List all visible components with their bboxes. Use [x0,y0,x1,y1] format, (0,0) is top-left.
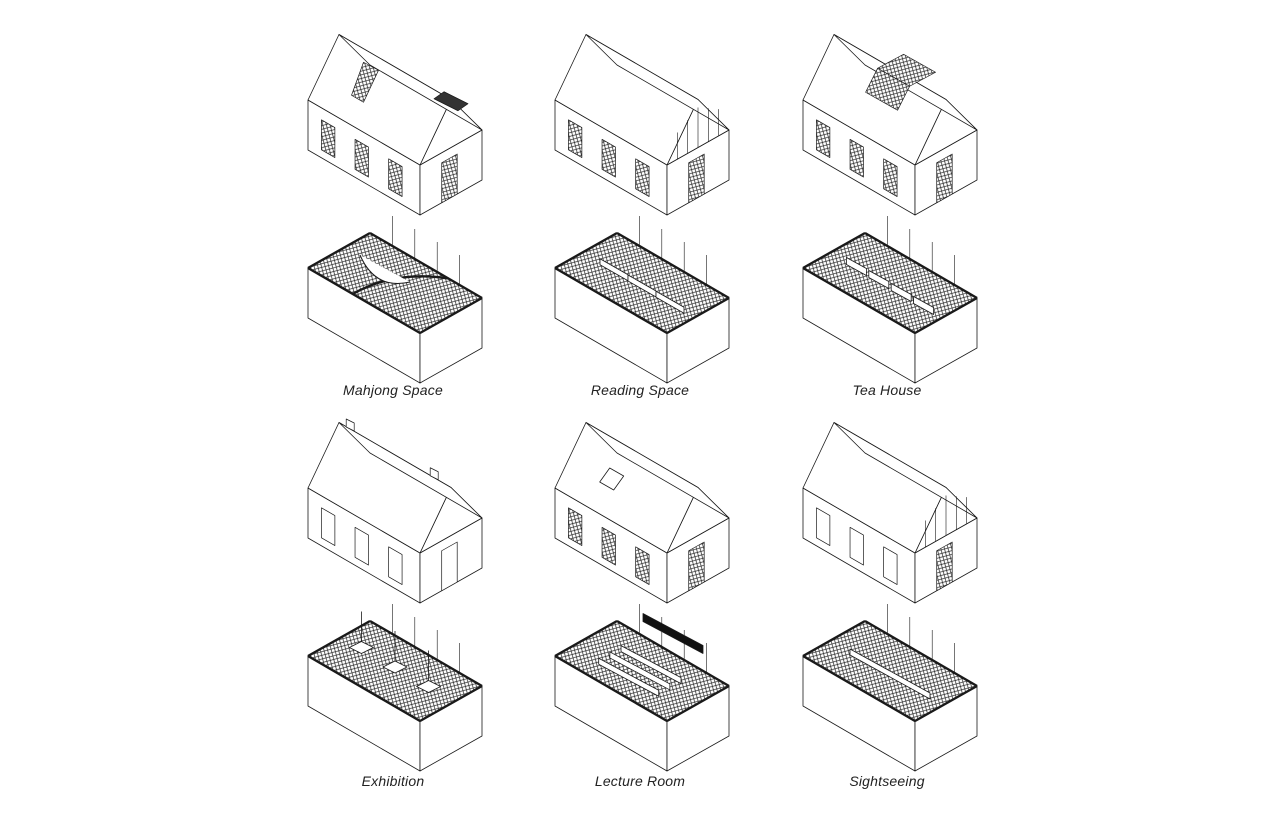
exhibition-plan-display-1 [382,660,408,674]
teahouse-roof-window-1 [849,138,864,178]
caption-reading: Reading Space [590,382,690,398]
lecture-roof-axon [554,422,730,604]
mahjong-roof-window-2 [388,158,403,197]
caption-teahouse: Tea House [852,382,922,398]
sightseeing-roof-roof-back [833,422,978,519]
lecture-plan-screen-wall [642,613,704,654]
reading-plan-shelf-2 [655,290,685,314]
mahjong-roof-window-0 [321,119,336,158]
exhibition-plan-wall-back-left [307,619,371,658]
teahouse-plan-table-0 [846,257,867,276]
sightseeing-roof-window-1 [849,526,864,566]
reading-roof-window-2 [635,158,650,197]
exhibition-roof-window-1 [354,526,369,566]
reading-plan-wall-top-front [554,266,668,335]
teahouse-roof-lattice-front [865,67,910,111]
mahjong-plan-wall-back-left [307,231,371,270]
exhibition-roof-chimney-1 [429,467,439,481]
reading-roof-window-1 [601,138,616,178]
sightseeing-plan-platform [849,648,931,700]
exhibition-roof-roof-back [338,422,483,519]
lecture-plan-wall-top-front [554,654,668,723]
lecture-roof-skylight [599,467,625,491]
lecture-roof-side-opening [688,541,705,592]
mahjong-roof-window-1 [354,138,369,178]
exhibition-plan-display-0 [349,641,374,654]
teahouse-plan-table-3 [913,296,935,315]
exhibition-plan-wall-back-right [369,619,483,688]
sightseeing-plan-wall-back-left [802,619,866,658]
exhibition-roof-axon [307,418,483,604]
sightseeing-roof-window-2 [883,546,898,585]
lecture-plan-desk-0 [598,657,660,697]
caption-sightseeing: Sightseeing [849,773,925,789]
teahouse-roof-side-opening [936,153,953,204]
reading-roof-axon [554,34,730,216]
sightseeing-plan-wall-top-front [802,654,916,723]
lecture-plan-wall-top-side [666,684,730,723]
teahouse-plan-axon [802,216,978,384]
lecture-roof-window-1 [601,526,616,566]
exhibition-plan-display-2 [416,680,442,693]
lecture-plan-wall-back-left [554,619,618,658]
exhibition-roof-window-0 [321,507,336,546]
mahjong-plan-wall-back-right [369,231,483,300]
exhibition-roof-chimney-0 [345,418,355,432]
lecture-plan-axon [554,604,730,772]
reading-plan-wall-back-left [554,231,618,270]
mahjong-roof-skylight-b [433,91,469,112]
reading-roof-window-0 [568,119,583,158]
lecture-roof-roof-back [585,422,730,519]
reading-plan-wall-back-right [616,231,730,300]
mahjong-plan-wall-top-side [419,296,483,335]
sightseeing-roof-window-0 [816,507,831,546]
caption-lecture: Lecture Room [594,773,686,789]
sightseeing-roof-axon [802,422,978,604]
caption-mahjong: Mahjong Space [343,382,443,398]
sightseeing-plan-axon [802,604,978,772]
teahouse-roof-window-2 [883,158,898,197]
exhibition-plan-wall-top-side [419,684,483,723]
teahouse-plan-wall-top-front [802,266,916,335]
mahjong-plan-axon [307,216,483,384]
reading-plan-wall-top-side [666,296,730,335]
exhibition-plan-axon [307,604,483,772]
teahouse-plan-wall-back-left [802,231,866,270]
exhibition-plan-wall-top-front [307,654,421,723]
mahjong-roof-skylight-a [351,61,379,103]
lecture-roof-window-0 [568,507,583,546]
teahouse-roof-window-0 [816,119,831,158]
teahouse-roof-axon [802,34,978,216]
sightseeing-roof-side-opening [936,541,953,592]
caption-exhibition: Exhibition [361,773,425,789]
reading-plan-axon [554,216,730,384]
lecture-plan-desk-1 [609,651,671,691]
lecture-plan-desk-2 [620,645,682,685]
sightseeing-plan-wall-top-side [914,684,978,723]
lecture-roof-window-2 [635,546,650,585]
teahouse-plan-table-1 [868,270,890,289]
reading-roof-roof-back [585,34,730,131]
mahjong-plan-curve-wall-2 [359,254,411,284]
mahjong-plan-wall-top-front [307,266,421,335]
exhibition-roof-side-opening [441,541,458,592]
teahouse-plan-table-2 [890,283,912,302]
exhibition-roof-window-2 [388,546,403,585]
teahouse-plan-wall-top-side [914,296,978,335]
teahouse-plan-wall-back-right [864,231,978,300]
sightseeing-plan-wall-back-right [864,619,978,688]
mahjong-roof-side-opening [441,153,458,204]
lecture-plan-wall-back-right [616,619,730,688]
mahjong-roof-axon [307,34,483,216]
reading-roof-side-opening [688,153,705,204]
